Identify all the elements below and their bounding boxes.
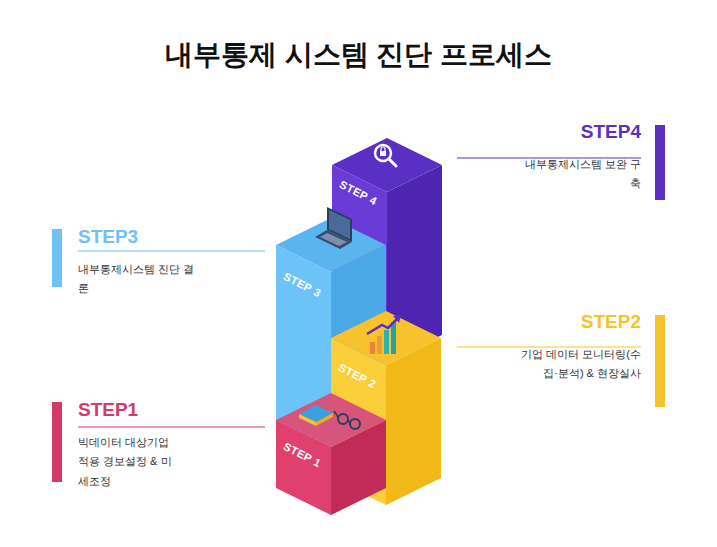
column-top [276,393,386,447]
step-callout: STEP4 내부통제시스템 보완 구축 [521,121,641,194]
step-callout: STEP1 빅데이터 대상기업 적용 경보설정 & 미세조정 [78,399,182,491]
magnifier-icon [375,145,396,166]
step-heading: STEP3 [78,226,198,248]
accent-bar [655,125,665,200]
book-glasses-icon [299,405,360,429]
laptop-icon [315,207,352,249]
accent-bar [655,315,665,407]
step-description: 빅데이터 대상기업 적용 경보설정 & 미세조정 [78,433,182,491]
step-description: 내부통제시스템 진단 결론 [78,260,198,299]
column-face [386,338,441,505]
step-description: 기업 데이터 모니터링(수집·분석) & 현장실사 [511,345,641,384]
step-description: 내부통제시스템 보완 구축 [521,155,641,194]
step-heading: STEP2 [511,311,641,333]
column-top [331,311,441,365]
diagram-title: 내부통제 시스템 진단 프로세스 [0,36,717,74]
step-heading: STEP4 [521,121,641,143]
leader-line [78,426,265,427]
accent-bar [52,229,62,287]
chart-icon [367,315,401,354]
leader-line [78,250,265,251]
step-heading: STEP1 [78,399,182,421]
step-callout: STEP3 내부통제시스템 진단 결론 [78,226,198,299]
accent-bar [52,402,62,482]
leader-line [457,346,641,347]
step-callout: STEP2 기업 데이터 모니터링(수집·분석) & 현장실사 [511,311,641,384]
